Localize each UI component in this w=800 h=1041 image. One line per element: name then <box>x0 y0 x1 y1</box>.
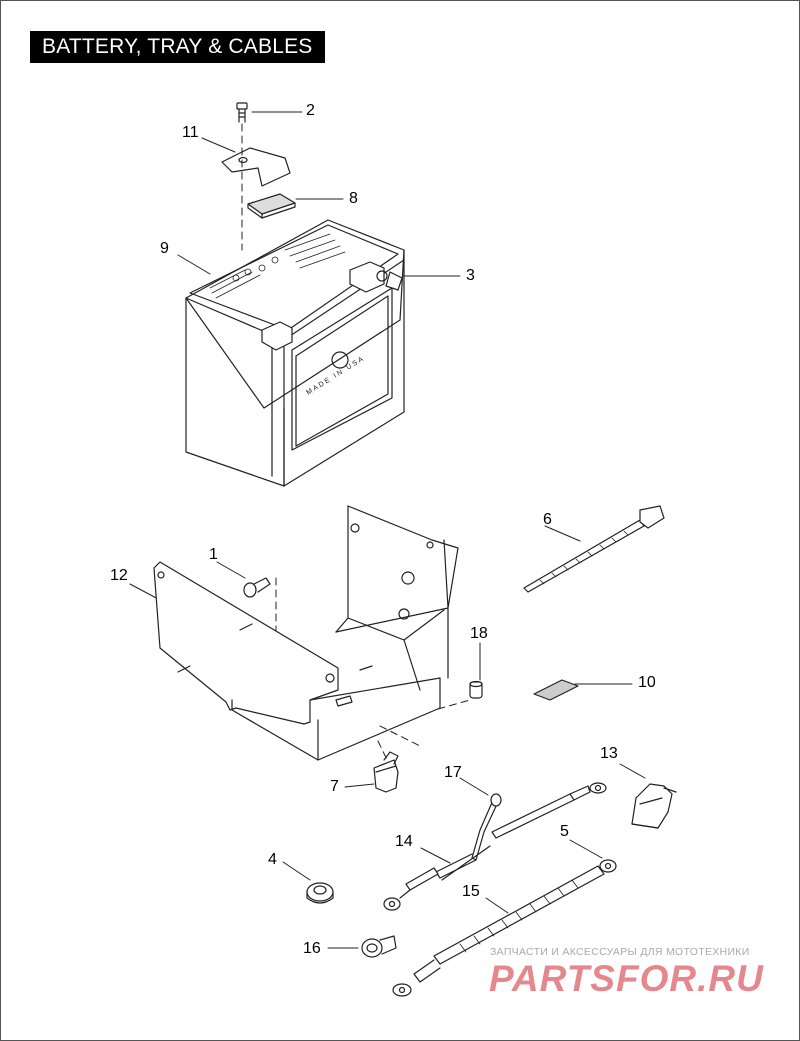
label-10 <box>533 679 579 701</box>
callout-18: 18 <box>470 625 488 642</box>
bracket-11 <box>221 147 291 187</box>
screw-2 <box>236 102 248 123</box>
tray-12 <box>153 505 459 761</box>
boot-13 <box>631 783 677 829</box>
callout-2: 2 <box>306 102 315 119</box>
callout-1: 1 <box>209 546 218 563</box>
callout-5: 5 <box>560 823 569 840</box>
spacer-18 <box>469 680 483 699</box>
watermark-tagline: ЗАПЧАСТИ И АКСЕССУАРЫ ДЛЯ МОТОТЕХНИКИ <box>490 946 750 958</box>
cable-14-17 <box>383 793 502 911</box>
battery-terminal <box>261 261 403 351</box>
watermark-logo: PARTSFOR.RU <box>489 958 764 999</box>
bolt-1 <box>243 577 271 598</box>
battery-9: MADE IN USA <box>185 219 405 487</box>
pad-8 <box>247 193 296 219</box>
terminal-16 <box>361 935 397 958</box>
cable-tie-6 <box>523 505 665 593</box>
callout-14: 14 <box>395 833 413 850</box>
cable-5 <box>491 782 607 839</box>
callout-12: 12 <box>110 567 128 584</box>
callout-3: 3 <box>466 267 475 284</box>
callout-13: 13 <box>600 745 618 762</box>
cable-15 <box>392 859 617 997</box>
diagram-title: BATTERY, TRAY & CABLES <box>30 31 325 63</box>
clip-7 <box>373 751 399 793</box>
callout-15: 15 <box>462 883 480 900</box>
callout-4: 4 <box>268 851 277 868</box>
callout-10: 10 <box>638 674 656 691</box>
callout-17: 17 <box>444 764 462 781</box>
callout-6: 6 <box>543 511 552 528</box>
nut-4 <box>306 882 334 904</box>
callout-16: 16 <box>303 940 321 957</box>
battery-label-marks <box>209 233 346 299</box>
callout-7: 7 <box>330 778 339 795</box>
leader-lines <box>129 111 646 949</box>
callout-8: 8 <box>349 190 358 207</box>
callout-11: 11 <box>182 124 199 141</box>
callout-9: 9 <box>160 240 169 257</box>
